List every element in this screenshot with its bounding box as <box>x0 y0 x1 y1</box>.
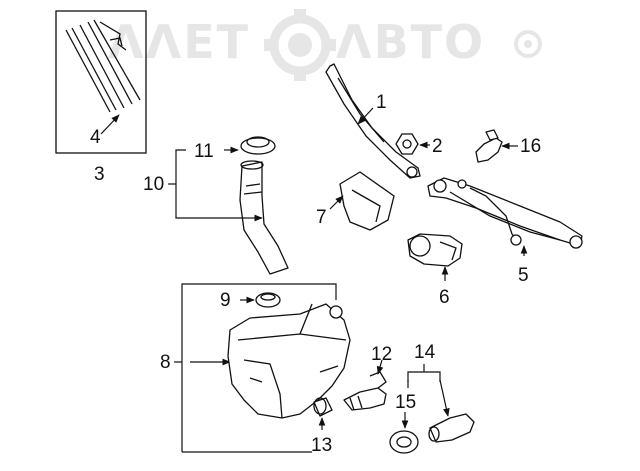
grommet-13: 13 <box>311 397 333 456</box>
level-sensor-group: 14 15 <box>389 342 475 454</box>
callout-10: 10 <box>143 174 164 195</box>
callout-2: 2 <box>432 136 443 157</box>
leader-4 <box>100 114 120 135</box>
washer-pump: 12 <box>343 344 392 411</box>
callout-6: 6 <box>439 287 450 308</box>
level-sensor <box>428 413 475 443</box>
wiper-refill-group: 4 3 <box>55 10 147 185</box>
watermark: ΛΛΕΤ ΛΒΤΟ <box>108 9 542 81</box>
callout-3: 3 <box>94 164 105 185</box>
callout-12: 12 <box>371 344 392 365</box>
wiper-refill-strips <box>65 19 141 113</box>
grommet-9: 9 <box>220 290 281 311</box>
washer-reservoir: 8 <box>160 283 351 453</box>
callout-7: 7 <box>316 207 327 228</box>
filler-neck: 10 <box>143 149 289 275</box>
refill-box <box>55 10 147 154</box>
wiper-linkage: 5 <box>427 177 583 286</box>
callout-5: 5 <box>518 265 529 286</box>
callout-13: 13 <box>311 435 332 456</box>
wiper-arm: 1 <box>325 63 421 179</box>
watermark-text-left: ΛΛΕΤ <box>108 15 250 69</box>
pivot-nut: 2 <box>395 133 443 157</box>
wiper-motor: 6 <box>407 233 463 308</box>
bracket-8 <box>181 283 337 452</box>
callout-9: 9 <box>220 290 231 311</box>
callout-14: 14 <box>414 342 436 363</box>
callout-11: 11 <box>194 141 214 162</box>
reservoir-cap <box>329 305 343 319</box>
callout-4: 4 <box>90 127 101 148</box>
seal-ring <box>389 430 419 454</box>
filler-cap: 11 <box>194 136 276 162</box>
gear-globe-logo-icon <box>264 9 336 81</box>
clip-16: 16 <box>475 129 541 163</box>
watermark-text-right: ΛΒΤΟ <box>336 15 485 69</box>
callout-16: 16 <box>520 136 541 157</box>
cowl-bracket: 7 <box>316 171 395 231</box>
callout-15: 15 <box>395 392 416 413</box>
callout-8: 8 <box>160 352 171 373</box>
callout-1: 1 <box>376 92 387 113</box>
registered-mark-icon <box>514 30 542 58</box>
